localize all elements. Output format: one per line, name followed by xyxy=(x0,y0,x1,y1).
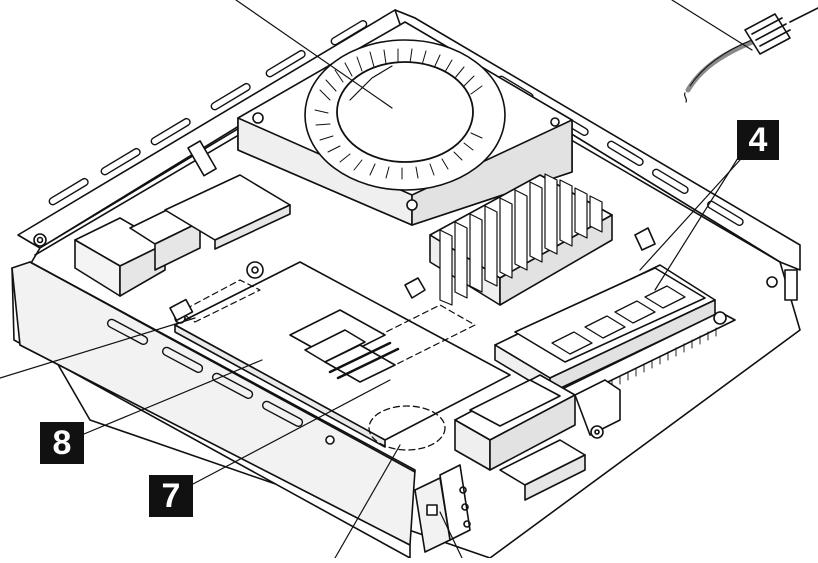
leader-cable xyxy=(671,0,753,51)
leader-8 xyxy=(83,359,263,435)
leader-bottom-left xyxy=(334,444,401,559)
vent-slots-left xyxy=(48,20,368,206)
callout-7: 7 xyxy=(149,475,193,517)
memory-chips xyxy=(551,285,686,355)
cpu-heatsink xyxy=(404,173,656,306)
rear-connectors xyxy=(74,140,291,297)
heatsink-fins xyxy=(439,173,603,306)
leader-fan xyxy=(235,0,393,109)
leader-bottom-right xyxy=(439,511,463,559)
cable xyxy=(683,7,818,103)
leader-7 xyxy=(192,379,391,485)
callout-4: 4 xyxy=(737,120,779,160)
leader-4b xyxy=(639,159,741,271)
leader-left xyxy=(0,317,196,379)
blower-fan xyxy=(237,21,573,226)
leader-lines xyxy=(0,0,753,559)
vent-slots-front xyxy=(106,318,304,428)
mini-pcie-card xyxy=(169,261,511,448)
callout-8: 8 xyxy=(40,422,84,464)
component-outline-circle xyxy=(368,405,446,451)
front-connectors xyxy=(325,374,621,553)
leader-4a xyxy=(654,157,739,291)
fan-blades xyxy=(314,48,483,180)
memory-modules xyxy=(494,264,736,405)
